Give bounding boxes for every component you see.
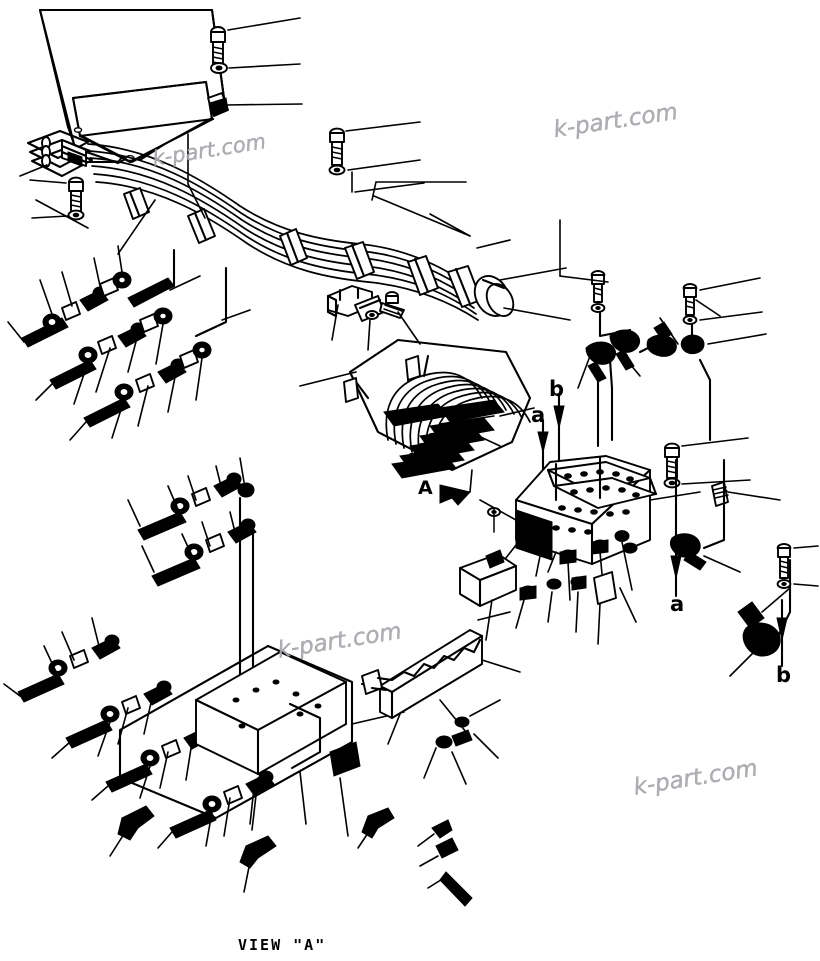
lower-bracket-frame [118, 644, 405, 837]
view-caption: VIEW "A" [238, 936, 327, 954]
washer [365, 310, 379, 320]
hose-clamp [646, 321, 677, 357]
hose-clamp [669, 533, 707, 571]
hex-bolt [590, 270, 606, 303]
elbow-fitting [239, 835, 277, 869]
hose-coil-bundle [299, 338, 535, 479]
washer [328, 164, 346, 176]
elbow-fitting [431, 819, 459, 859]
clamp-group-right [559, 219, 792, 677]
hose-mount-bracket [326, 285, 421, 351]
washer [67, 209, 85, 221]
section-line-b-lower [776, 598, 788, 668]
band-clamp [407, 255, 439, 296]
band-clamp [344, 241, 375, 280]
spring-pin [711, 481, 729, 507]
port-fitting [591, 539, 609, 555]
comb-clamp-rail [360, 549, 521, 745]
bolt-washer-group-top [210, 17, 303, 106]
bolt-group-far-right [776, 543, 819, 589]
fittings-group-upper-left [7, 245, 251, 441]
hose-clamp [737, 601, 781, 657]
band-clamp [187, 208, 216, 244]
hex-bolt [329, 127, 345, 166]
hex-bolt [776, 543, 792, 579]
guard-cover-plate [38, 8, 229, 165]
band-clamp [123, 187, 150, 220]
hose-clamp [680, 334, 705, 355]
washer [210, 62, 228, 74]
washer [682, 315, 698, 325]
washer [663, 477, 681, 489]
hex-bolt [379, 291, 405, 319]
washer [776, 579, 792, 589]
hose-clamp [609, 329, 641, 371]
band-clamp [279, 228, 308, 266]
manifold-valve-block [479, 455, 701, 601]
elbow-fitting [117, 805, 155, 841]
bolt-washer-group-mid [328, 121, 425, 193]
washer [590, 303, 606, 313]
hose-end-cluster-left [19, 129, 94, 229]
hex-bolt [682, 283, 698, 316]
fittings-group-below-manifold [515, 542, 638, 645]
port-fitting [614, 530, 630, 542]
hose-bundle-upper [87, 133, 571, 321]
fittings-group-lower-left [3, 457, 473, 907]
hose-crimp-fittings [383, 399, 505, 479]
section-line-a-lower [670, 458, 682, 598]
hose-clamp [585, 341, 617, 383]
view-a-arrow [439, 469, 473, 506]
hex-bolt [68, 176, 84, 213]
fittings-group-bottom [423, 699, 501, 785]
